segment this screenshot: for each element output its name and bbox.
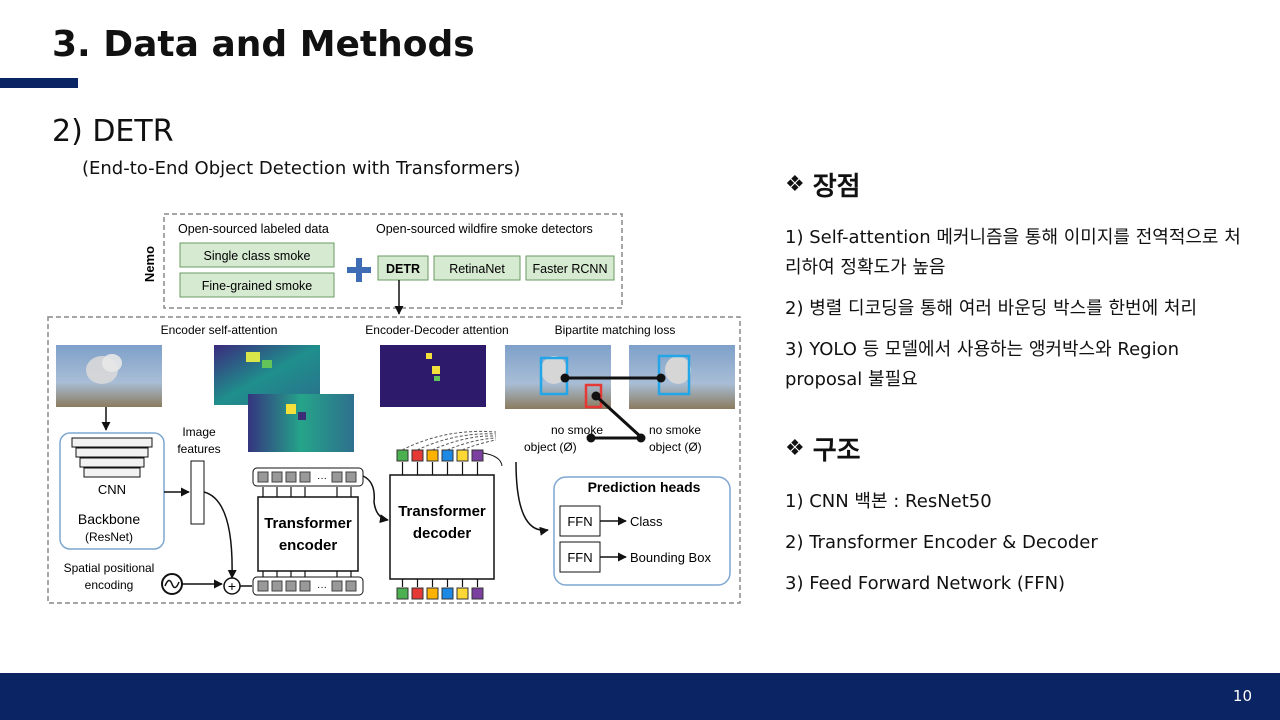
fine-grained-label: Fine-grained smoke [202, 279, 313, 293]
decoder-output-queries [396, 449, 484, 475]
ffn-bbox-box [559, 541, 601, 573]
class-label: Class [630, 514, 663, 529]
svg-text:···: ··· [317, 582, 327, 593]
decoder-output-query [441, 449, 454, 462]
cnn-stack-icon [71, 437, 153, 478]
bbox-label: Bounding Box [630, 550, 711, 565]
add-icon: + [223, 577, 241, 595]
svg-text:+: + [228, 578, 236, 594]
decoder-subtitle: decoder [413, 525, 472, 542]
detr-box [377, 255, 429, 281]
backbone-box [59, 432, 165, 550]
image-label: Image [182, 425, 216, 439]
encoder-heatmap-2 [248, 394, 354, 452]
object-query [411, 587, 424, 600]
structure-heading: ❖ 구조 [785, 430, 1245, 467]
object-query [456, 587, 469, 600]
nemo-box [163, 213, 623, 309]
page-number: 10 [1232, 687, 1252, 705]
diamond-bullet-icon: ❖ [785, 436, 805, 461]
prediction-heads-label: Prediction heads [588, 479, 701, 495]
encoder-title: Transformer [264, 515, 352, 532]
advantages-title: 장점 [812, 172, 861, 202]
no-smoke-object-2: object (Ø) [649, 440, 702, 454]
decoder-heatmap [380, 345, 486, 407]
structure-title: 구조 [812, 436, 861, 466]
diamond-bullet-icon: ❖ [785, 172, 805, 197]
right-panel: ❖ 장점 1) Self-attention 메커니즘을 통해 이미지를 전역적… [785, 160, 1245, 610]
ffn-class-box [559, 505, 601, 537]
detr-diagram: Nemo Open-sourced labeled data Open-sour… [46, 210, 746, 606]
decoder-output-query [411, 449, 424, 462]
section-heading: 2) DETR [52, 114, 174, 149]
structure-item: 2) Transformer Encoder & Decoder [785, 532, 1098, 553]
single-class-box [179, 242, 335, 268]
svg-text:···: ··· [317, 473, 327, 484]
faster-rcnn-box [525, 255, 615, 281]
decoder-output-query [426, 449, 439, 462]
object-query [426, 587, 439, 600]
plus-icon [347, 258, 371, 282]
fine-grained-box [179, 272, 335, 298]
section-subtitle: (End-to-End Object Detection with Transf… [82, 158, 521, 179]
retinanet-label: RetinaNet [449, 262, 505, 276]
transformer-encoder-box [257, 496, 359, 572]
footer-bar: 10 [0, 673, 1280, 720]
advantages-heading: ❖ 장점 [785, 166, 1245, 203]
object-queries [396, 579, 484, 600]
encoder-self-attention-label: Encoder self-attention [161, 323, 278, 337]
advantage-item: 1) Self-attention 메커니즘을 통해 이미지를 전역적으로 처리… [785, 227, 1241, 278]
transformer-decoder-box [389, 474, 495, 580]
no-smoke-label-1: no smoke [551, 423, 603, 437]
decoder-output-query [471, 449, 484, 462]
advantage-item: 2) 병렬 디코딩을 통해 여러 바운딩 박스를 한번에 처리 [785, 298, 1198, 319]
cnn-label: CNN [98, 482, 126, 497]
detr-architecture-box [47, 316, 741, 604]
structure-item: 1) CNN 백본 : ResNet50 [785, 491, 992, 512]
image-features-bar [190, 460, 205, 525]
structure-item: 3) Feed Forward Network (FFN) [785, 573, 1066, 594]
no-smoke-object-1: object (Ø) [524, 440, 577, 454]
advantage-item: 3) YOLO 등 모델에서 사용하는 앵커박스와 Region proposa… [785, 339, 1179, 390]
bipartite-label: Bipartite matching loss [555, 323, 676, 337]
ffn-bbox-label: FFN [567, 550, 592, 565]
input-image [56, 345, 162, 407]
decoder-output-query [396, 449, 409, 462]
labeled-data-header: Open-sourced labeled data [178, 222, 329, 236]
object-query [471, 587, 484, 600]
prediction-heads-box [553, 476, 731, 586]
detectors-header: Open-sourced wildfire smoke detectors [376, 222, 593, 236]
object-query [396, 587, 409, 600]
faster-rcnn-label: Faster RCNN [532, 262, 607, 276]
encoder-input-tokens: ··· [252, 576, 364, 596]
nemo-label: Nemo [142, 246, 157, 282]
positional-encoding-icon [161, 573, 183, 595]
backbone-label: Backbone [78, 511, 140, 527]
single-class-label: Single class smoke [204, 249, 311, 263]
encoder-output-tokens: ··· [252, 467, 364, 487]
encoder-decoder-attention-label: Encoder-Decoder attention [365, 323, 508, 337]
spatial-label: Spatial positional [64, 561, 155, 575]
resnet-label: (ResNet) [85, 530, 133, 544]
encoder-subtitle: encoder [279, 537, 338, 554]
title-accent-bar [0, 78, 78, 88]
ffn-class-label: FFN [567, 514, 592, 529]
slide-title: 3. Data and Methods [52, 24, 475, 65]
no-smoke-label-2: no smoke [649, 423, 701, 437]
encoding-label: encoding [85, 578, 134, 592]
detr-label: DETR [386, 262, 420, 276]
decoder-output-query [456, 449, 469, 462]
retinanet-box [433, 255, 521, 281]
decoder-title: Transformer [398, 503, 486, 520]
features-label: features [177, 442, 220, 456]
object-query [441, 587, 454, 600]
